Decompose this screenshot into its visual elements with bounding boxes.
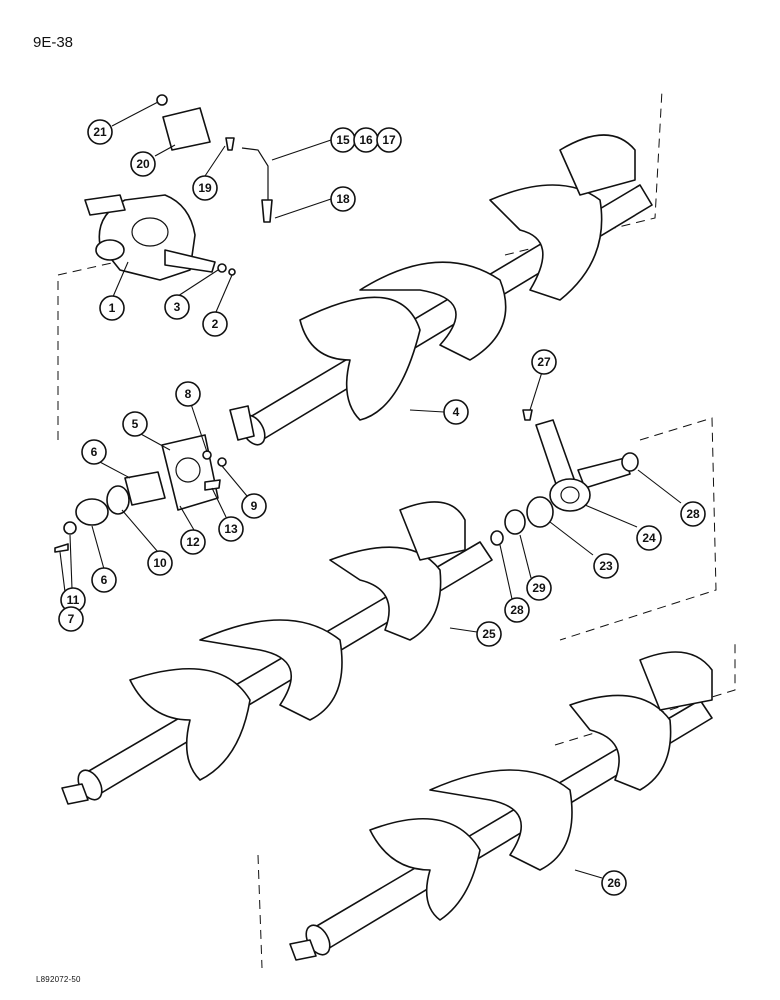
svg-text:21: 21 xyxy=(93,125,107,139)
bearing-part-10 xyxy=(106,485,130,515)
callout-19: 19 xyxy=(192,175,218,201)
svg-text:3: 3 xyxy=(174,300,181,314)
svg-text:26: 26 xyxy=(607,876,621,890)
callout-27: 27 xyxy=(531,349,557,375)
callout-24: 24 xyxy=(636,525,662,551)
svg-text:11: 11 xyxy=(67,593,80,607)
gearbox-assembly xyxy=(84,194,216,281)
callout-10: 10 xyxy=(147,550,173,576)
svg-text:6: 6 xyxy=(101,573,108,587)
svg-text:6: 6 xyxy=(91,445,98,459)
callout-13: 13 xyxy=(218,516,244,542)
callout-26: 26 xyxy=(601,870,627,896)
svg-text:1: 1 xyxy=(109,301,116,315)
svg-text:17: 17 xyxy=(382,133,396,147)
callout-6a: 6 xyxy=(81,439,107,465)
callout-1: 1 xyxy=(99,295,125,321)
callout-8: 8 xyxy=(175,381,201,407)
callout-16: 16 xyxy=(353,127,379,153)
lever-bearing-assembly xyxy=(490,409,639,546)
svg-text:13: 13 xyxy=(224,522,238,536)
callout-25: 25 xyxy=(476,621,502,647)
svg-text:29: 29 xyxy=(532,581,546,595)
svg-text:28: 28 xyxy=(510,603,524,617)
callout-23: 23 xyxy=(593,553,619,579)
svg-text:19: 19 xyxy=(198,181,212,195)
callout-20: 20 xyxy=(130,151,156,177)
svg-text:4: 4 xyxy=(453,405,460,419)
upper-auger xyxy=(229,134,653,446)
svg-text:16: 16 xyxy=(359,133,373,147)
svg-text:25: 25 xyxy=(482,627,496,641)
washer-part-11 xyxy=(63,521,77,535)
hose-part-15 xyxy=(241,147,269,200)
svg-text:2: 2 xyxy=(212,317,219,331)
flange-part-6a xyxy=(124,471,166,506)
svg-text:24: 24 xyxy=(642,531,656,545)
callout-3: 3 xyxy=(164,294,190,320)
flange-part-6b xyxy=(75,498,109,526)
fitting-part-19 xyxy=(225,137,235,151)
drawing-code: L892072-50 xyxy=(36,975,81,984)
middle-assembly-boundary xyxy=(559,417,717,641)
callout-11: 11 xyxy=(60,587,86,613)
svg-text:27: 27 xyxy=(537,355,551,369)
svg-text:23: 23 xyxy=(599,559,613,573)
fitting-part-18 xyxy=(261,199,273,223)
callout-4: 4 xyxy=(443,399,469,425)
brake-shoe-part-20 xyxy=(162,107,211,151)
svg-text:5: 5 xyxy=(132,417,139,431)
callout-21: 21 xyxy=(87,119,113,145)
svg-text:18: 18 xyxy=(336,192,350,206)
svg-text:9: 9 xyxy=(251,499,258,513)
callout-12: 12 xyxy=(180,529,206,555)
callout-2: 2 xyxy=(202,311,228,337)
lower-auger xyxy=(289,651,713,961)
plate-part-5 xyxy=(161,434,219,511)
callout-6b: 6 xyxy=(91,567,117,593)
washer-part-2 xyxy=(228,268,236,276)
svg-text:8: 8 xyxy=(185,387,192,401)
bolt-part-7 xyxy=(54,543,69,553)
callout-28b: 28 xyxy=(504,597,530,623)
nut-part-21 xyxy=(156,94,168,106)
bolt-part-3 xyxy=(217,263,227,273)
callout-17: 17 xyxy=(376,127,402,153)
svg-text:12: 12 xyxy=(186,535,200,549)
svg-text:28: 28 xyxy=(686,507,700,521)
callout-5: 5 xyxy=(122,411,148,437)
callout-29: 29 xyxy=(526,575,552,601)
svg-text:7: 7 xyxy=(68,612,75,626)
page-code: 9E-38 xyxy=(33,34,74,51)
svg-text:20: 20 xyxy=(136,157,150,171)
callout-28a: 28 xyxy=(680,501,706,527)
svg-text:10: 10 xyxy=(153,556,167,570)
callout-15: 15 xyxy=(330,127,356,153)
middle-auger xyxy=(61,501,493,805)
svg-text:15: 15 xyxy=(336,133,350,147)
callout-18: 18 xyxy=(330,186,356,212)
callout-9: 9 xyxy=(241,493,267,519)
callout-7: 7 xyxy=(58,606,84,632)
